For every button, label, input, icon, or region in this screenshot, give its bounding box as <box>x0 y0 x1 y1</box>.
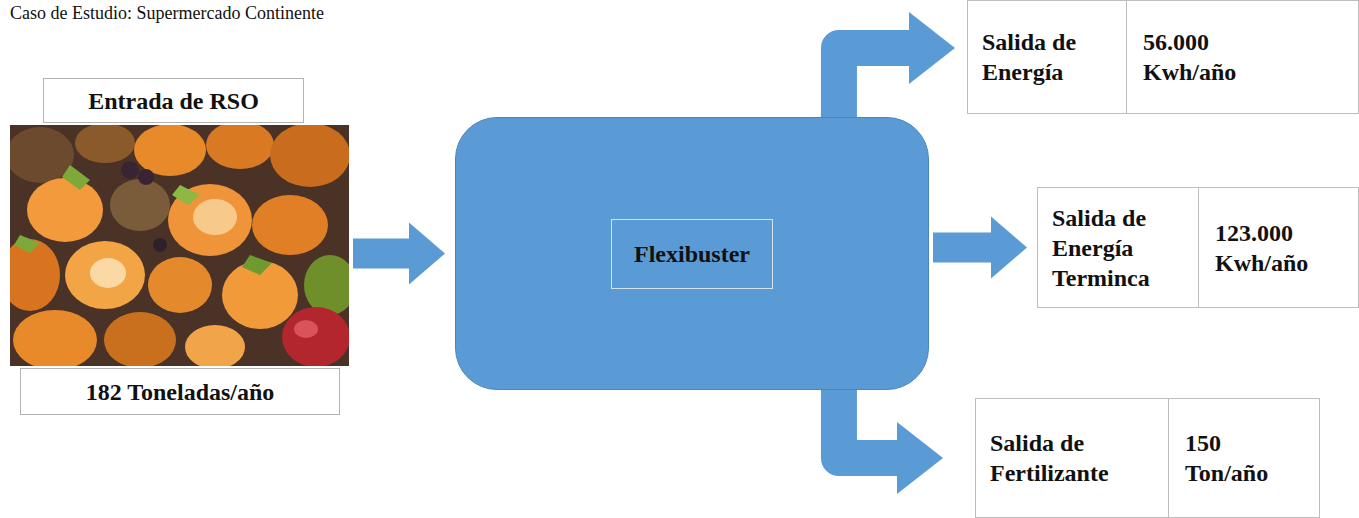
food-shape <box>206 125 274 169</box>
food-shape <box>168 184 252 256</box>
arrow-head <box>409 223 445 285</box>
arrow-shaft <box>933 233 991 263</box>
food-shape <box>27 178 103 242</box>
food-shape <box>148 257 212 313</box>
food-shape <box>242 255 272 275</box>
flow-arrow <box>933 217 1027 279</box>
flow-arrow <box>353 223 445 285</box>
output-name: Salida de Fertilizante <box>975 398 1169 518</box>
food-shape <box>138 169 154 185</box>
food-shape <box>252 195 328 255</box>
arrow-head <box>991 217 1027 279</box>
food-shape <box>282 307 349 366</box>
output-table: Salida de Energía Terminca123.000 Kwh/añ… <box>1037 187 1359 308</box>
input-amount: 182 Toneladas/año <box>20 368 340 415</box>
food-waste-picture <box>10 125 349 366</box>
input-heading: Entrada de RSO <box>43 78 304 123</box>
food-shape <box>65 241 145 309</box>
output-value: 56.000 Kwh/año <box>1127 0 1359 114</box>
food-shape <box>13 310 97 366</box>
output-table: Salida de Energía56.000 Kwh/año <box>967 0 1359 114</box>
output-table: Salida de Fertilizante150 Ton/año <box>975 398 1320 518</box>
process-name: Flexibuster <box>611 219 773 289</box>
food-shape <box>110 179 170 231</box>
food-shape <box>104 312 176 366</box>
food-shape <box>62 165 90 190</box>
food-shape <box>10 239 60 311</box>
arrow-shaft <box>839 384 897 458</box>
food-shape <box>193 199 237 235</box>
food-shape <box>153 238 167 252</box>
food-shape <box>121 161 139 179</box>
process-box: Flexibuster <box>455 117 929 390</box>
flow-arrow <box>839 12 955 123</box>
food-shape <box>90 258 126 288</box>
food-shape <box>134 125 206 176</box>
output-value: 150 Ton/año <box>1169 398 1320 518</box>
food-shape <box>304 255 349 315</box>
input-panel: Entrada de RSO 182 Toneladas/año <box>10 78 349 415</box>
arrow-head <box>909 12 955 84</box>
food-shape <box>14 235 40 253</box>
food-shape <box>185 325 245 366</box>
output-name: Salida de Energía Terminca <box>1037 187 1199 308</box>
food-shape <box>270 125 349 187</box>
arrow-shaft <box>839 48 909 123</box>
arrow-shaft <box>353 239 409 269</box>
diagram-title: Caso de Estudio: Supermercado Continente <box>10 2 324 25</box>
food-shape <box>172 185 200 205</box>
food-shape <box>75 125 135 163</box>
output-name: Salida de Energía <box>967 0 1127 114</box>
food-scraps <box>10 125 349 366</box>
arrow-head <box>897 422 943 494</box>
food-shape <box>294 320 318 338</box>
output-value: 123.000 Kwh/año <box>1199 187 1359 308</box>
flow-arrow <box>839 384 943 494</box>
